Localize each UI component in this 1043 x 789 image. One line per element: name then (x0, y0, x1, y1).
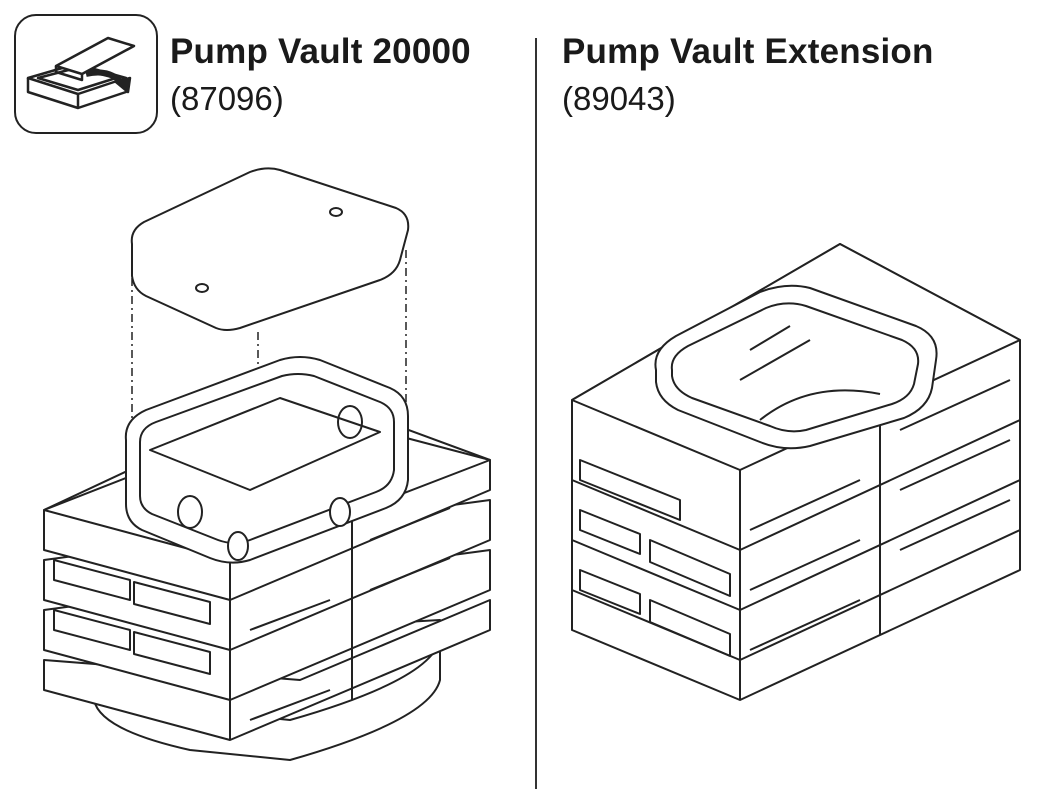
right-part-number: (89043) (562, 80, 676, 117)
left-title: Pump Vault 20000 (170, 32, 471, 71)
divider (535, 38, 537, 789)
pump-vault-illustration (43, 167, 491, 761)
open-lid-icon (14, 14, 158, 134)
pump-vault-extension-illustration (571, 243, 1021, 701)
right-title: Pump Vault Extension (562, 32, 934, 71)
left-part-number: (87096) (170, 80, 284, 117)
